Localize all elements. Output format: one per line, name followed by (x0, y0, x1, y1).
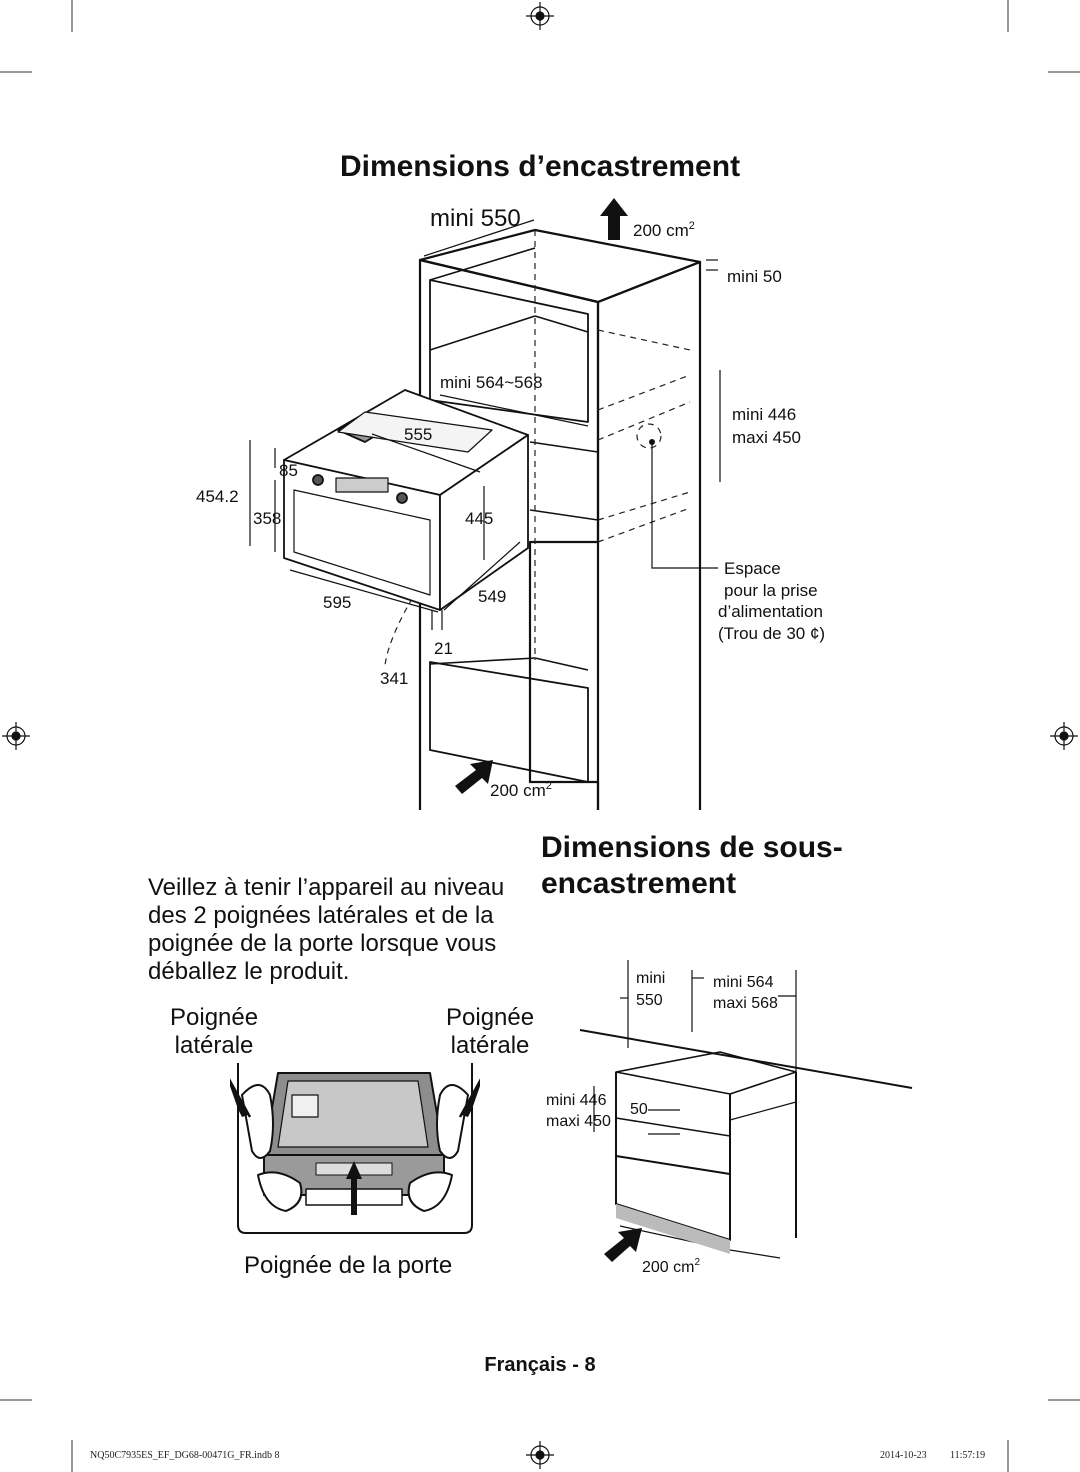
vent-label: 200 cm2 (642, 1257, 700, 1276)
dim-555: 555 (404, 425, 432, 444)
dim-21: 21 (434, 639, 453, 658)
dim-445: 445 (465, 509, 493, 528)
espace-line2: pour la prise (724, 581, 818, 600)
registration-mark-bottom (526, 1441, 554, 1469)
dim-maxi450: maxi 450 (732, 428, 801, 447)
dim-maxi568: maxi 568 (713, 995, 778, 1012)
dim-454: 454.2 (196, 487, 239, 506)
dim-550: 550 (636, 992, 663, 1009)
espace-line1: Espace (724, 559, 781, 578)
dim-maxi450: maxi 450 (546, 1113, 611, 1130)
subtitle: Dimensions de sous- encastrement (541, 830, 843, 902)
dim-mini: mini (636, 970, 665, 987)
registration-mark-left (2, 722, 30, 750)
dim-50: 50 (630, 1101, 648, 1118)
vent-arrow-undercounter (604, 1228, 642, 1262)
vent-bottom-label: 200 cm2 (490, 780, 552, 800)
registration-mark-right (1050, 722, 1078, 750)
dim-mini564: mini 564~568 (440, 373, 543, 392)
cabinet-top (418, 228, 702, 304)
dim-341: 341 (380, 669, 408, 688)
left-hand-icon (241, 1084, 274, 1159)
dim-549: 549 (478, 587, 506, 606)
undercounter-diagram: mini 550 mini 564 maxi 568 mini 446 maxi… (546, 960, 913, 1276)
dim-358: 358 (253, 509, 281, 528)
dim-mini446: mini 446 (732, 405, 796, 424)
dim-85: 85 (279, 461, 298, 480)
control-panel-icon (291, 1094, 319, 1118)
installation-diagram: mini 550 200 cm2 mini 50 mini 564~568 55… (196, 198, 825, 810)
handle-label-left: Poignée latérale (170, 1004, 259, 1059)
espace-line3: d’alimentation (718, 602, 823, 621)
slug-file: NQ50C7935ES_EF_DG68-00471G_FR.indb 8 (90, 1450, 280, 1461)
right-hand-icon (436, 1084, 469, 1159)
instruction-text: Veillez à tenir l’appareil au niveau des… (148, 874, 505, 985)
subtitle-line2: encastrement (541, 867, 737, 900)
cabinet-side (596, 260, 702, 810)
dim-mini446: mini 446 (546, 1092, 607, 1109)
slug-date: 2014-10-23 (880, 1450, 927, 1461)
vent-top-label: 200 cm2 (633, 220, 695, 240)
subtitle-line1: Dimensions de sous- (541, 831, 843, 864)
slug-time: 11:57:19 (950, 1450, 986, 1461)
upper-niche (429, 279, 589, 423)
registration-mark-top (526, 2, 554, 30)
handling-illustration (230, 1063, 480, 1234)
dim-mini564: mini 564 (713, 974, 774, 991)
vent-arrow-top (600, 198, 628, 240)
vent-arrow-bottom (455, 760, 493, 794)
dim-mini50: mini 50 (727, 267, 782, 286)
main-title: Dimensions d’encastrement (339, 150, 741, 183)
dim-595: 595 (323, 593, 351, 612)
dim-mini550: mini 550 (430, 205, 521, 232)
handle-label-right: Poignée latérale (446, 1004, 535, 1059)
page-number: Français - 8 (484, 1354, 596, 1376)
door-handle-arrow (346, 1161, 362, 1215)
door-handle-label: Poignée de la porte (244, 1252, 453, 1279)
espace-line4: (Trou de 30 ¢) (718, 624, 825, 643)
